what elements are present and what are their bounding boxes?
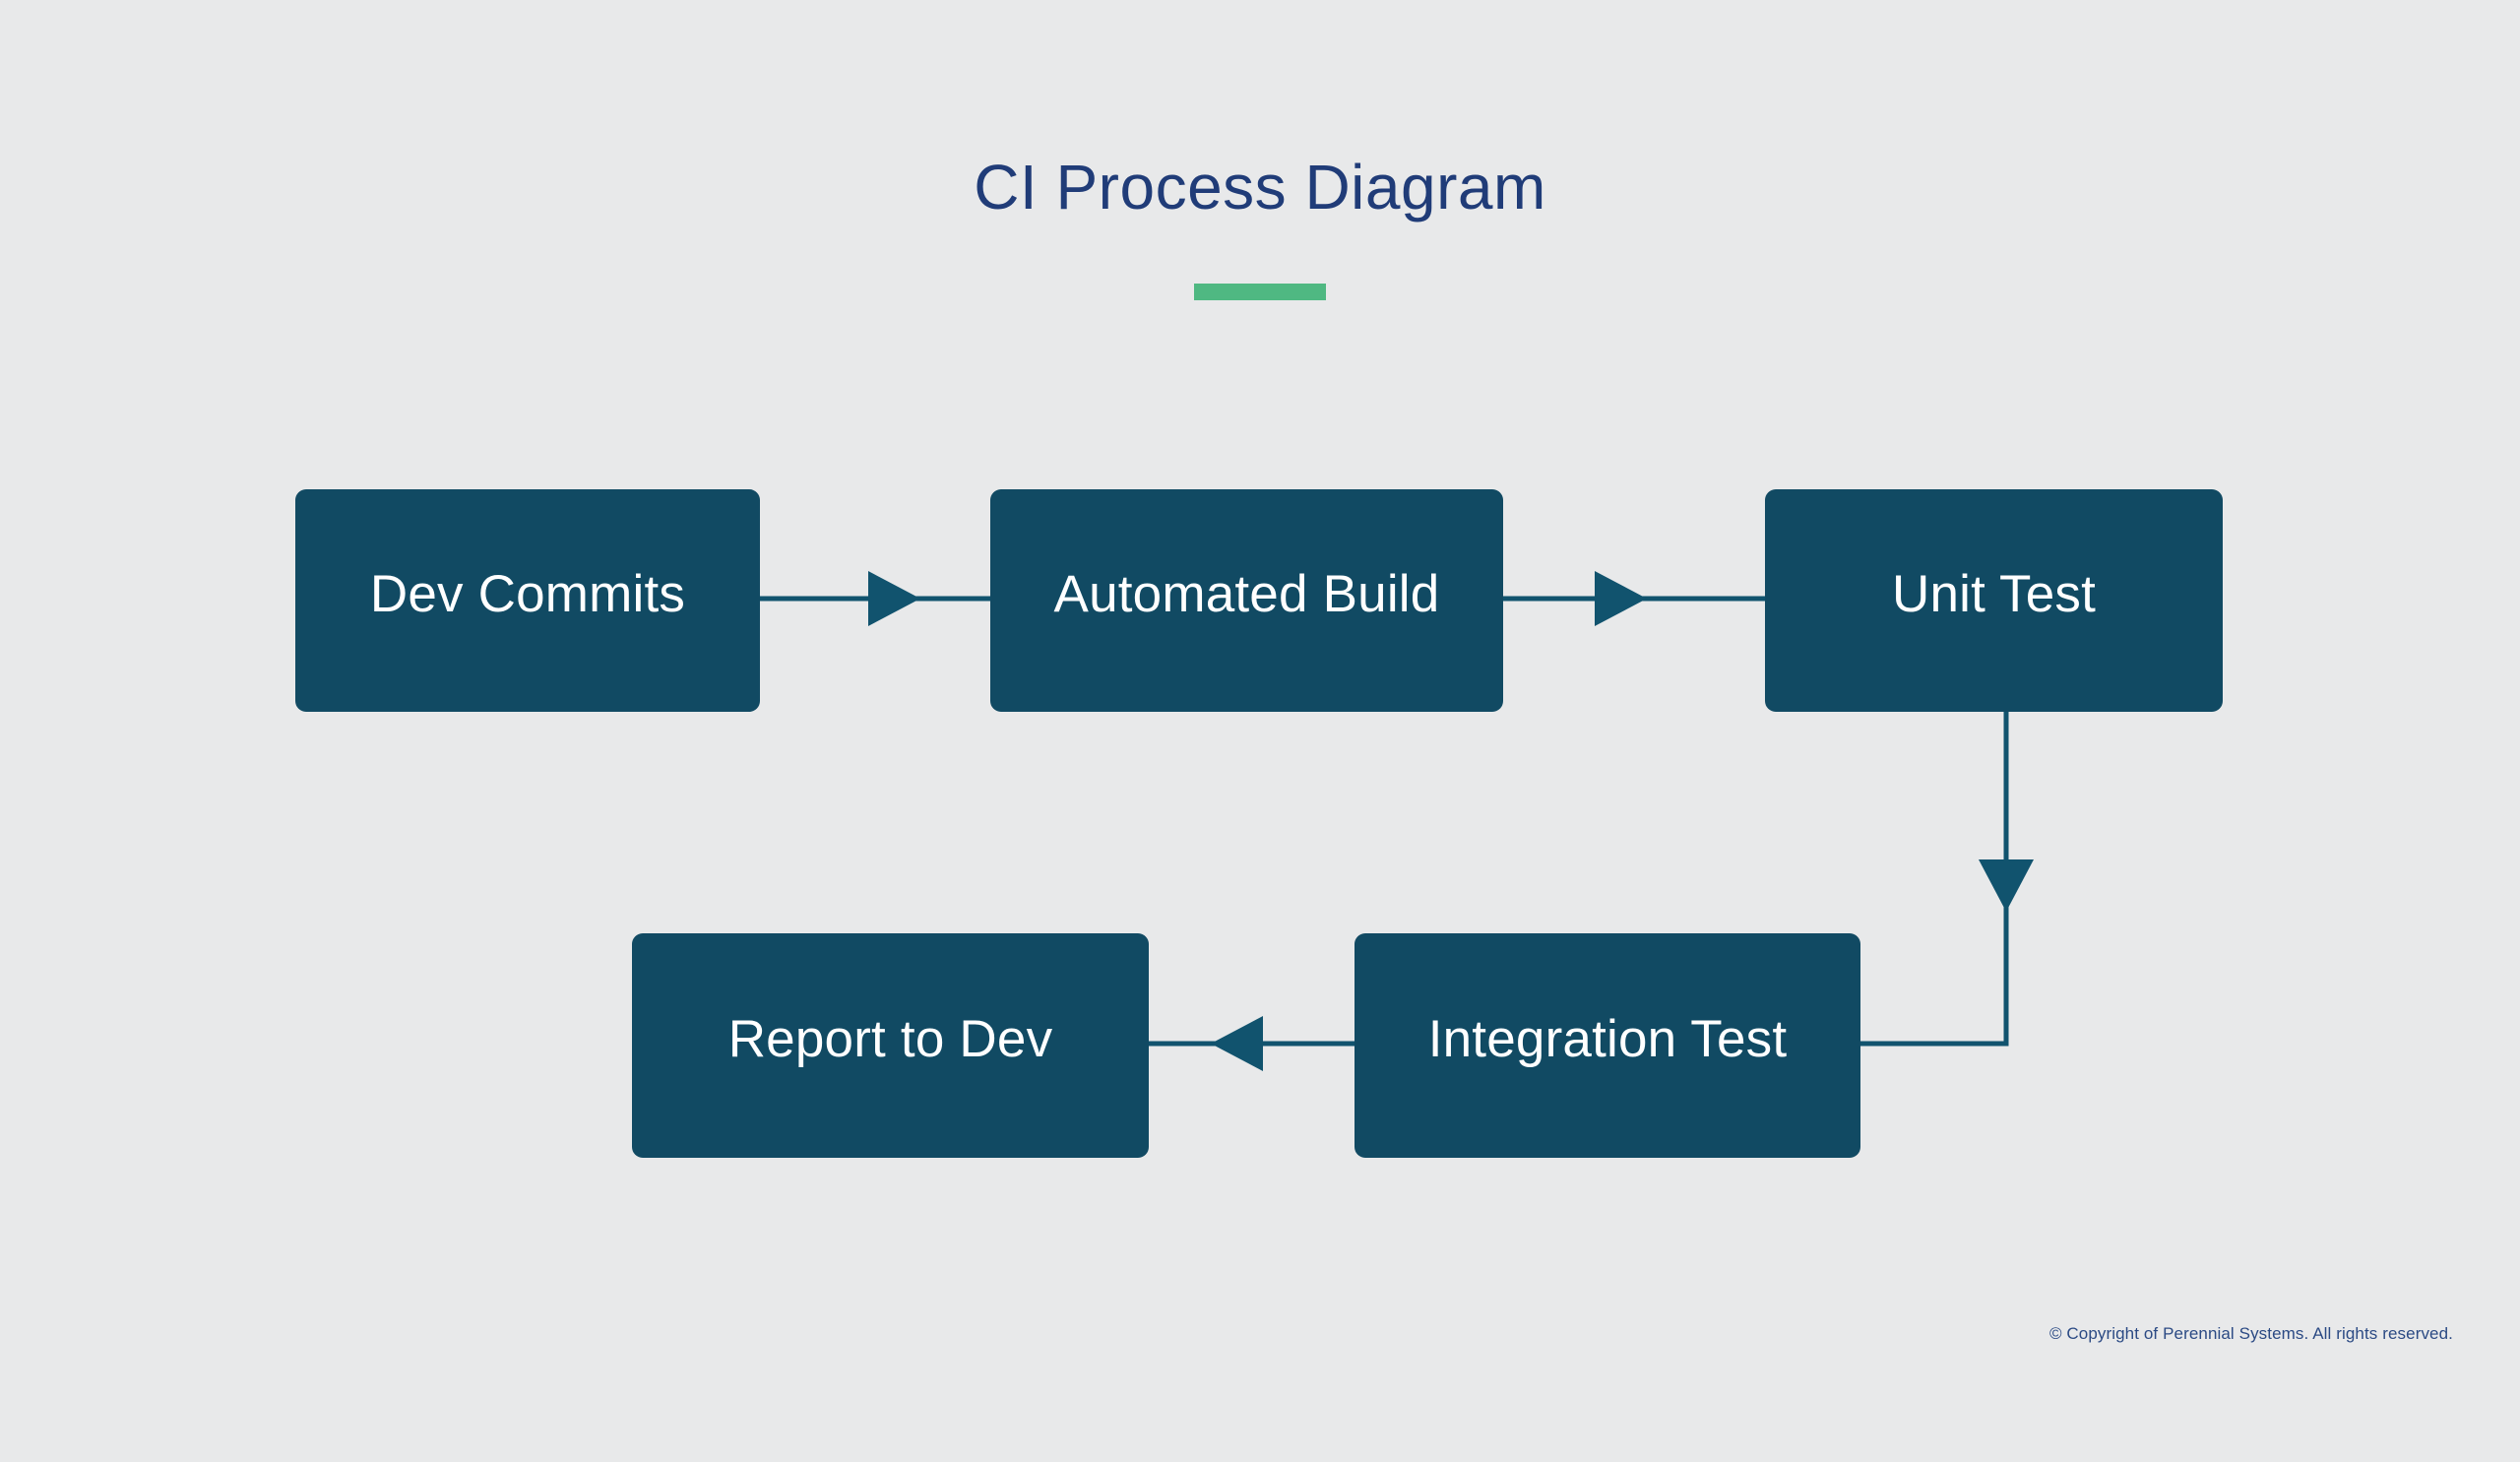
connector-integration-test-to-report-to-dev	[1149, 1016, 1354, 1071]
connector-automated-build-to-unit-test	[1503, 571, 1765, 626]
node-dev-commits[interactable]: Dev Commits	[295, 489, 760, 712]
node-label: Unit Test	[1891, 564, 2097, 623]
arrowhead-right-icon	[1595, 571, 1647, 626]
connector-dev-commits-to-automated-build	[760, 571, 990, 626]
connector-unit-test-to-integration-test	[1860, 712, 2034, 1047]
node-automated-build[interactable]: Automated Build	[990, 489, 1503, 712]
node-label: Integration Test	[1427, 1009, 1788, 1068]
arrowhead-down-icon	[1979, 859, 2034, 912]
node-label: Dev Commits	[369, 564, 686, 623]
arrowhead-left-icon	[1211, 1016, 1263, 1071]
node-unit-test[interactable]: Unit Test	[1765, 489, 2223, 712]
node-report-to-dev[interactable]: Report to Dev	[632, 933, 1149, 1158]
node-integration-test[interactable]: Integration Test	[1354, 933, 1860, 1158]
node-label: Automated Build	[1053, 564, 1440, 623]
page-title: CI Process Diagram	[974, 152, 1546, 222]
title-accent-bar	[1194, 284, 1326, 300]
arrowhead-right-icon	[868, 571, 920, 626]
node-label: Report to Dev	[727, 1009, 1053, 1068]
copyright-notice: © Copyright of Perennial Systems. All ri…	[2048, 1324, 2453, 1343]
